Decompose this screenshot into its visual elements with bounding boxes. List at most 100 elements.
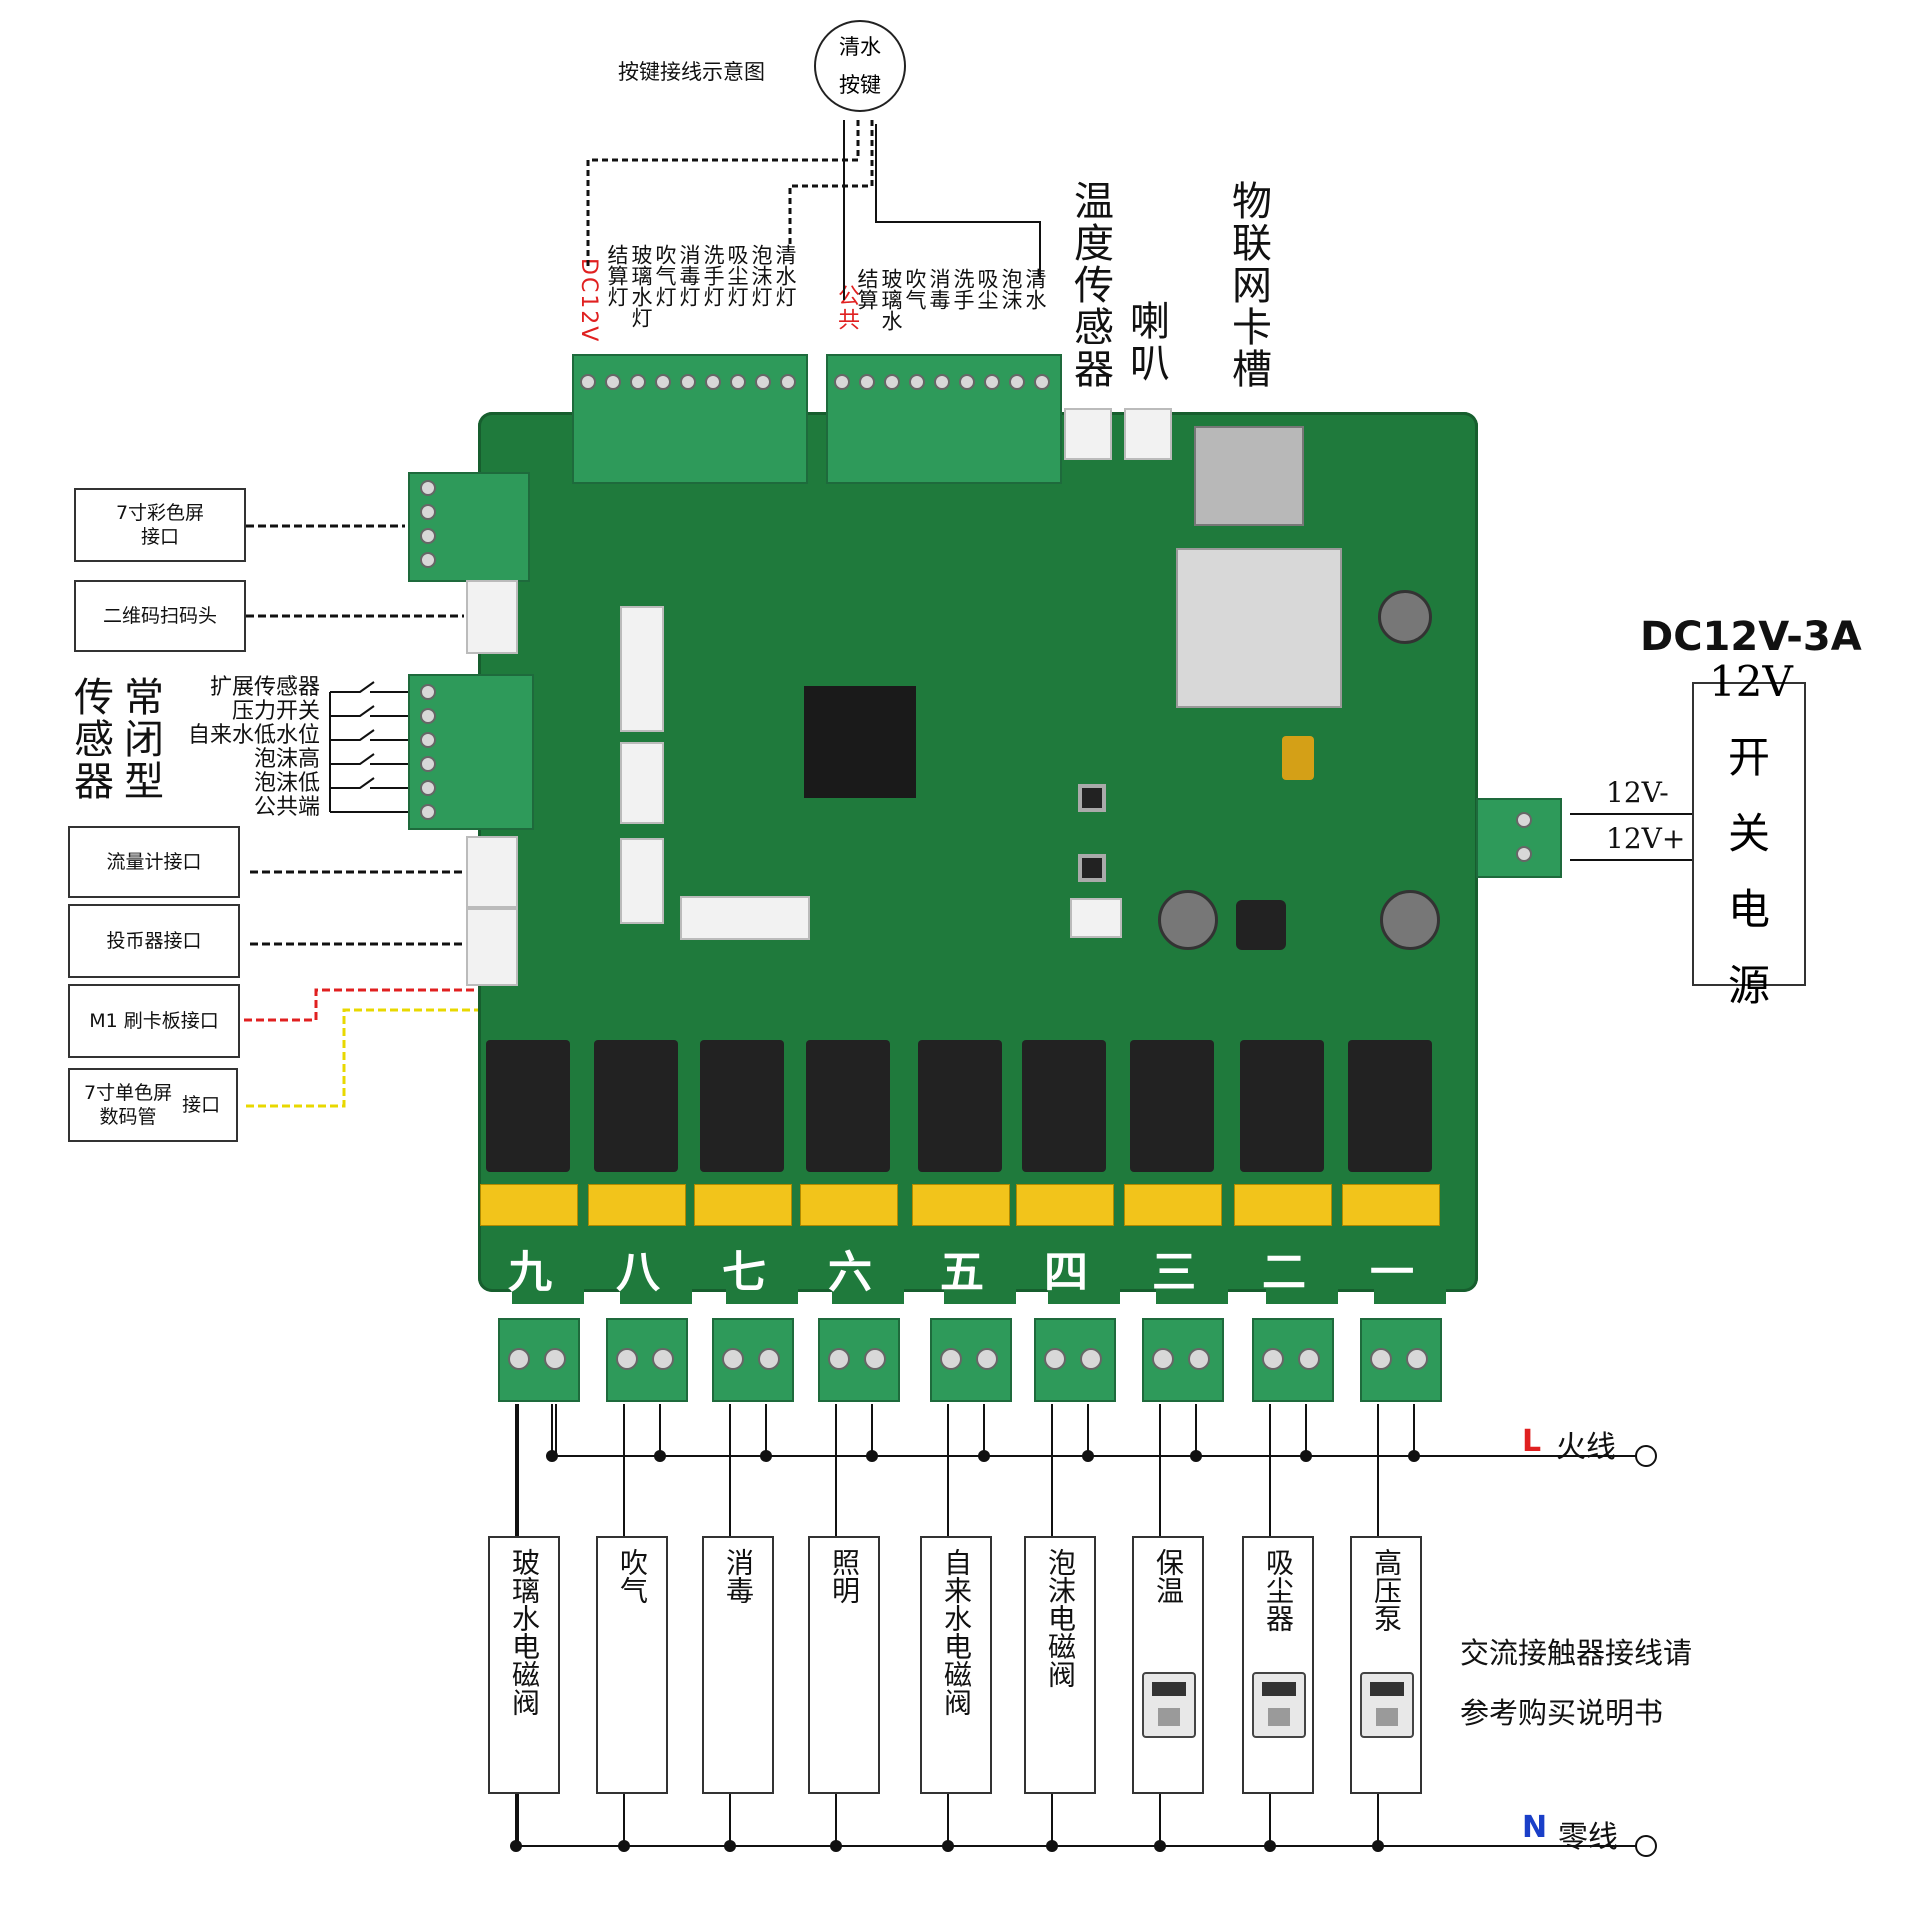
power-screw-neg [1516,812,1532,828]
output-terminal-upper[interactable] [944,1232,1016,1304]
relay [700,1040,784,1172]
top-right-screw [859,374,875,390]
load-box: 泡沫电磁阀 [1024,1536,1096,1794]
right-terminal-label: 吸尘 [975,268,999,310]
output-screw [722,1348,744,1370]
channel-number: 二 [1262,1247,1306,1298]
color-screen-port-label: 7寸彩色屏接口 [115,502,205,548]
set-button[interactable] [1078,854,1106,882]
output-terminal-upper[interactable] [512,1232,584,1304]
load-box: 自来水电磁阀 [920,1536,992,1794]
output-terminal[interactable] [1360,1318,1442,1402]
neutral-node [1046,1840,1058,1852]
flowmeter-port-label: 流量计接口 [106,851,202,873]
neutral-node [830,1840,842,1852]
fuse [480,1184,578,1226]
channel-number: 七 [722,1247,766,1298]
output-screw [1370,1348,1392,1370]
channel-number: 三 [1152,1247,1196,1298]
output-screw [1406,1348,1428,1370]
right-terminal-label: 清水 [1023,268,1047,310]
output-terminal-upper[interactable] [1156,1232,1228,1304]
sim-card-slot[interactable] [1194,426,1304,526]
output-terminal-upper[interactable] [1048,1232,1120,1304]
flowmeter-connector[interactable] [466,836,518,908]
top-right-screw [984,374,1000,390]
contactor-note-line2: 参考购买说明书 [1460,1696,1664,1730]
aux-connector-2[interactable] [620,838,664,924]
neutral-node [1264,1840,1276,1852]
output-terminal-upper[interactable] [726,1232,798,1304]
sensor-item-label: 泡沫低 [253,771,320,796]
aux-connector-1[interactable] [620,742,664,824]
load-box: 吸尘器 [1242,1536,1314,1794]
neutral-node [724,1840,736,1852]
channel-number: 六 [828,1247,872,1298]
relay [1130,1040,1214,1172]
qr-scanner-connector[interactable] [466,580,518,654]
left-terminal-label: 吸尘灯 [725,244,749,307]
output-terminal-upper[interactable] [832,1232,904,1304]
live-node [1300,1450,1312,1462]
sensor-group-label: 传感器 [67,676,113,802]
neutral-letter: N [1522,1810,1548,1845]
mono-screen-connector[interactable] [680,896,810,940]
output-terminal-upper[interactable] [620,1232,692,1304]
top-right-screw [834,374,850,390]
sensor-screw [420,804,436,820]
coin-port-box: 投币器接口 [68,904,240,978]
output-screw [1262,1348,1284,1370]
relay [918,1040,1002,1172]
capacitor-3 [1380,890,1440,950]
m1-card-connector[interactable] [620,606,664,732]
top-right-screw [959,374,975,390]
temp-sensor-connector[interactable] [1064,408,1112,460]
temp-sensor-label: 温度传感器 [1067,180,1113,390]
power-spec: DC12V-3A [1640,614,1862,660]
fuse [1016,1184,1114,1226]
load-label: 自来水电磁阀 [940,1548,973,1716]
output-screw [758,1348,780,1370]
color-screen-port-box: 7寸彩色屏接口 [74,488,246,562]
sensor-item-label: 自来水低水位 [187,723,320,748]
relay [1240,1040,1324,1172]
clean-water-button[interactable]: 清水按键 [814,20,906,112]
output-terminal-upper[interactable] [1266,1232,1338,1304]
output-terminal-upper[interactable] [1374,1232,1446,1304]
speaker-connector[interactable] [1124,408,1172,460]
output-screw [864,1348,886,1370]
right-terminal-label: 结算 [855,268,879,310]
sensor-screw [420,684,436,700]
aux-connector-3[interactable] [1070,898,1122,938]
power-input-terminal[interactable] [1476,798,1562,878]
top-left-screw [780,374,796,390]
left-terminal-label: 洗手灯 [701,244,725,307]
reset-button[interactable] [1078,784,1106,812]
flowmeter-port-box: 流量计接口 [68,826,240,898]
m1-card-port-label: M1 刷卡板接口 [89,1010,219,1032]
output-screw [616,1348,638,1370]
output-screw [828,1348,850,1370]
normally-closed-label: 常闭型 [117,676,163,802]
neutral-node [1372,1840,1384,1852]
m1-card-port-box: M1 刷卡板接口 [68,984,240,1058]
relay [486,1040,570,1172]
top-right-screw [934,374,950,390]
coin-connector[interactable] [466,908,518,986]
sensor-screw [420,708,436,724]
fuse [912,1184,1010,1226]
live-node [1082,1450,1094,1462]
output-screw [1152,1348,1174,1370]
dc12v-label: DC12V [576,258,601,344]
right-terminal-label: 玻璃水 [879,268,903,331]
load-box: 玻璃水电磁阀 [488,1536,560,1794]
right-terminal-label: 消毒 [927,268,951,310]
left-terminal-label: 清水灯 [773,244,797,307]
sensor-screw [420,732,436,748]
antenna-connector [1282,736,1314,780]
power-pos-label: 12V+ [1606,822,1686,855]
channel-number: 五 [940,1247,984,1298]
load-label: 吹气 [616,1548,649,1604]
live-node [1408,1450,1420,1462]
live-node [866,1450,878,1462]
